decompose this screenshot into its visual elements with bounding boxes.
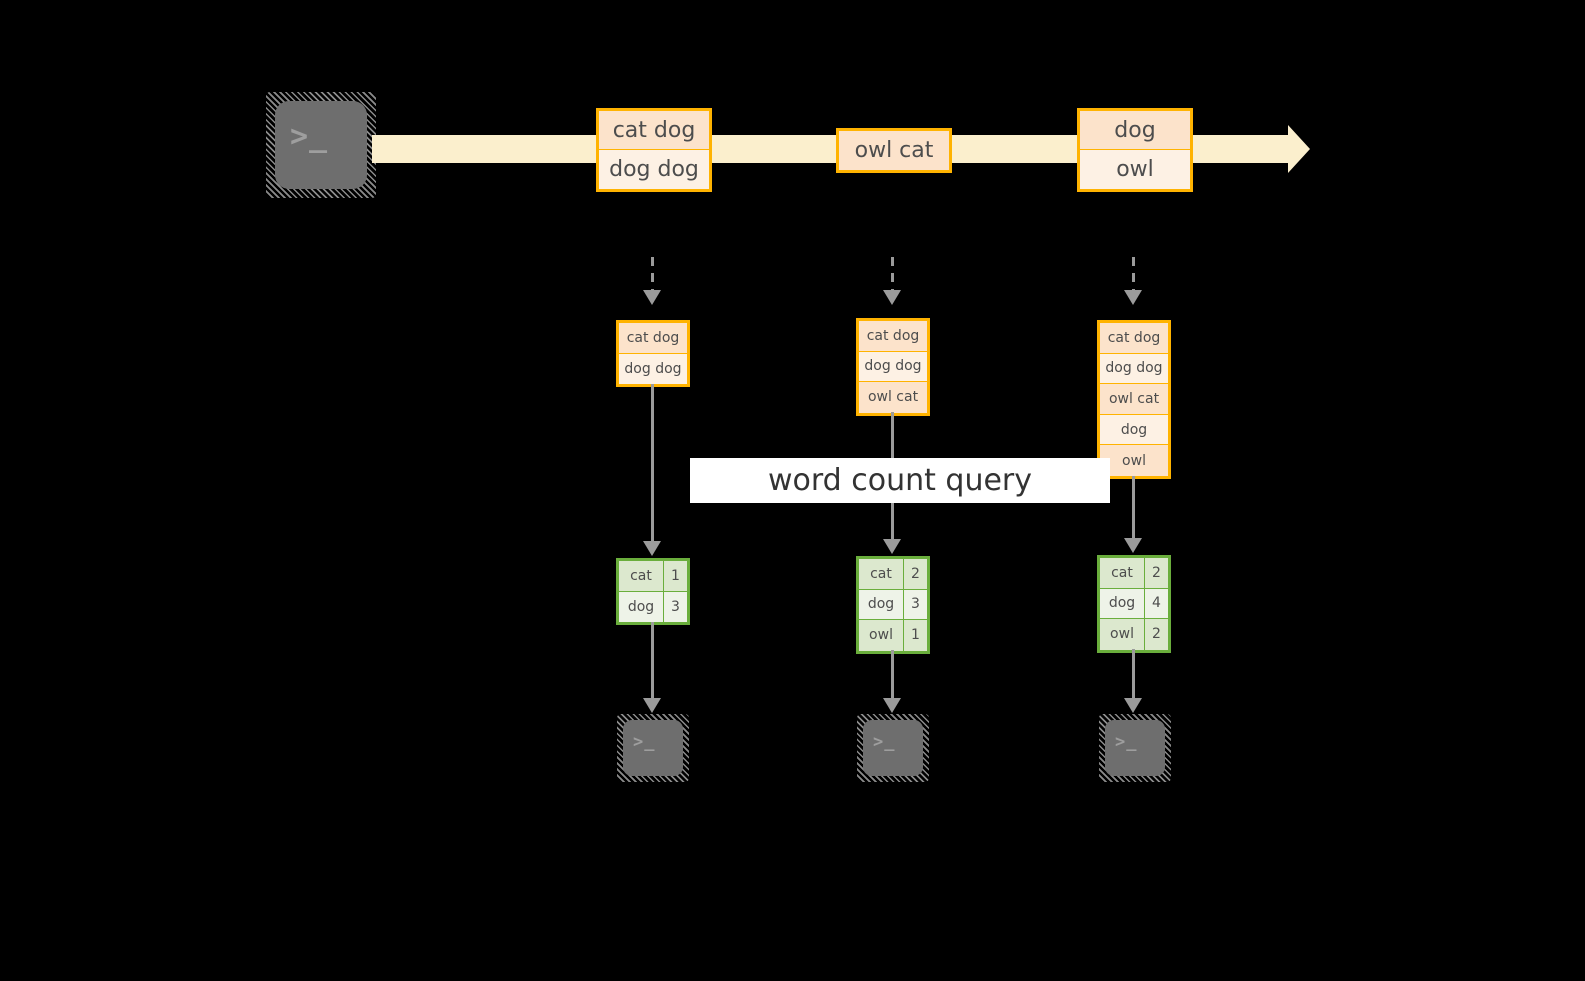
result-row: dog 4 [1100, 588, 1168, 620]
snapshot-input-line: cat dog [619, 323, 687, 354]
result-row: cat 2 [1100, 558, 1168, 589]
terminal-body [275, 101, 367, 189]
result-word: dog [1100, 588, 1145, 619]
terminal-prompt-glyph: >_ [633, 732, 656, 752]
source-terminal[interactable]: >_ [266, 92, 376, 198]
snapshot-3-query-line [1132, 476, 1135, 538]
snapshot-3-sink-terminal[interactable]: >_ [1099, 714, 1171, 782]
stream-record-line: dog [1080, 111, 1190, 150]
result-word: owl [1100, 619, 1145, 650]
snapshot-3-result-table[interactable]: cat 2 dog 4 owl 2 [1097, 555, 1171, 653]
result-row: cat 1 [619, 561, 687, 592]
result-word: cat [1100, 558, 1145, 588]
snapshot-3-tap-line [1132, 257, 1135, 290]
terminal-prompt-glyph: >_ [290, 119, 329, 154]
snapshot-1-sink-arrowhead [643, 698, 661, 713]
snapshot-input-line: cat dog [1100, 323, 1168, 354]
snapshot-1-sink-terminal[interactable]: >_ [617, 714, 689, 782]
snapshot-2-sink-arrowhead [883, 698, 901, 713]
result-count: 4 [1145, 588, 1168, 619]
stream-record-line: dog dog [599, 150, 709, 189]
terminal-prompt-glyph: >_ [1115, 732, 1138, 752]
snapshot-2-tap-line [891, 257, 894, 290]
snapshot-input-line: dog dog [859, 351, 927, 383]
snapshot-input-line: cat dog [859, 321, 927, 352]
result-row: dog 3 [859, 589, 927, 621]
snapshot-1-tap-arrowhead [643, 290, 661, 305]
result-word: dog [859, 589, 904, 620]
result-word: owl [859, 620, 904, 651]
snapshot-input-line: owl cat [859, 382, 927, 413]
result-word: cat [859, 559, 904, 589]
terminal-body [1105, 720, 1165, 776]
result-count: 3 [904, 589, 927, 620]
snapshot-3-query-arrowhead [1124, 538, 1142, 553]
snapshot-input-line: owl cat [1100, 384, 1168, 415]
snapshot-1-query-line [651, 384, 654, 541]
result-row: owl 1 [859, 620, 927, 651]
snapshot-2-sink-terminal[interactable]: >_ [857, 714, 929, 782]
result-row: cat 2 [859, 559, 927, 590]
result-count: 2 [904, 559, 927, 589]
snapshot-input-line: dog dog [619, 353, 687, 385]
snapshot-input-line: dog [1100, 414, 1168, 446]
result-count: 3 [664, 591, 687, 623]
snapshot-input-line: owl [1100, 445, 1168, 476]
snapshot-input-line: dog dog [1100, 353, 1168, 385]
result-word: cat [619, 561, 664, 591]
stream-arrow-head [1288, 125, 1310, 173]
result-count: 1 [664, 561, 687, 591]
result-word: dog [619, 591, 664, 623]
terminal-prompt-glyph: >_ [873, 732, 896, 752]
result-row: owl 2 [1100, 619, 1168, 650]
snapshot-3-tap-arrowhead [1124, 290, 1142, 305]
snapshot-2-sink-line [891, 650, 894, 698]
terminal-body [863, 720, 923, 776]
snapshot-1-sink-line [651, 622, 654, 698]
snapshot-1-result-table[interactable]: cat 1 dog 3 [616, 558, 690, 626]
snapshot-3-sink-arrowhead [1124, 698, 1142, 713]
stream-record-line: owl cat [839, 131, 949, 170]
result-row: dog 3 [619, 591, 687, 623]
stream-record-line: owl [1080, 150, 1190, 189]
snapshot-2-tap-arrowhead [883, 290, 901, 305]
snapshot-2-query-arrowhead [883, 539, 901, 554]
snapshot-2-result-table[interactable]: cat 2 dog 3 owl 1 [856, 556, 930, 654]
result-count: 2 [1145, 558, 1168, 588]
stream-record-2[interactable]: owl cat [836, 128, 952, 173]
snapshot-3-sink-line [1132, 649, 1135, 698]
stream-record-3[interactable]: dog owl [1077, 108, 1193, 192]
snapshot-2-input-box[interactable]: cat dog dog dog owl cat [856, 318, 930, 416]
snapshot-1-input-box[interactable]: cat dog dog dog [616, 320, 690, 388]
result-count: 1 [904, 620, 927, 651]
result-count: 2 [1145, 619, 1168, 650]
stream-record-line: cat dog [599, 111, 709, 150]
snapshot-3-input-box[interactable]: cat dog dog dog owl cat dog owl [1097, 320, 1171, 479]
snapshot-1-tap-line [651, 257, 654, 290]
stream-record-1[interactable]: cat dog dog dog [596, 108, 712, 192]
terminal-body [623, 720, 683, 776]
snapshot-1-query-arrowhead [643, 541, 661, 556]
word-count-query-banner: word count query [690, 458, 1110, 503]
